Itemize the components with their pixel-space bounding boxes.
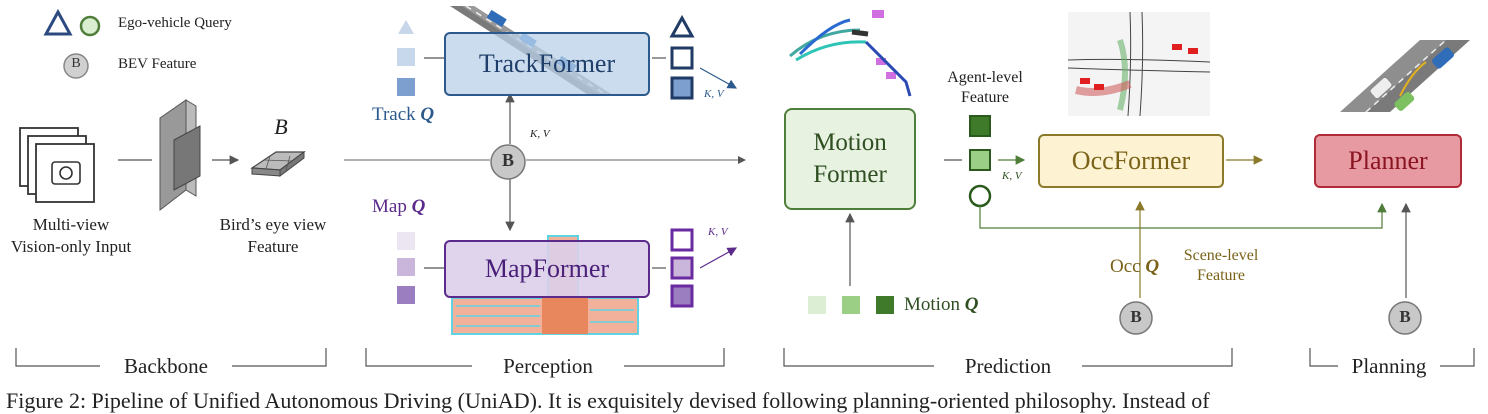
bev-node-occ [1119,301,1153,335]
map-out-sq0 [670,228,694,252]
bev-variable: B [274,114,288,139]
bev-legend-icon [63,53,89,79]
map-query-sq0 [397,232,415,250]
motionformer-line1: Motion [813,129,887,156]
map-q-label: Map Q [372,196,425,218]
figure-caption: Figure 2: Pipeline of Unified Autonomous… [6,388,1210,413]
camera-stack-icon [19,127,95,203]
track-q-text: Track [372,104,416,125]
mapformer-box: MapFormer [444,240,650,298]
map-q-text: Map [372,196,407,217]
backbone-block-icon [159,99,201,212]
kv-map: K, V [708,226,728,238]
occ-q-label: Occ Q [1110,256,1159,278]
track-q-symbol: Q [420,104,435,125]
motion-query-sq1 [842,296,860,314]
bev-node-plan [1388,301,1422,335]
planner-box: Planner [1314,134,1462,188]
map-out-sq2 [670,284,694,308]
agent-sq-dark [969,115,991,137]
ego-circle-icon [79,15,101,37]
agent-sq-mid [969,149,991,171]
motion-query-sq0 [808,296,826,314]
agent-feature-label: Agent-level Feature [930,68,1040,108]
legend-bev-symbol: B [71,56,81,71]
motion-query-sq2 [876,296,894,314]
kv-main: K, V [530,128,550,140]
map-out-sq1 [670,256,694,280]
agent-ego-circle [968,184,992,208]
track-out-sq1 [670,46,694,70]
track-query-sq1 [397,48,415,66]
stage-backbone: Backbone [124,354,208,378]
bev-label-line2: Feature [247,237,299,256]
motion-q-text: Motion [904,294,960,315]
track-out-sq2 [670,76,694,100]
track-query-sq2 [397,78,415,96]
planning-road-image [1340,39,1470,113]
occformer-box: OccFormer [1038,134,1224,188]
motion-q-label: Motion Q [904,294,978,316]
ego-triangle-icon [43,8,73,36]
bev-node-main-label: B [501,150,514,170]
motion-trajectory-image [789,10,912,97]
stage-perception: Perception [503,354,593,378]
bev-feature-label: Bird’s eye view Feature [196,214,350,258]
stage-brackets [15,348,1475,367]
bev-node-main [490,144,526,180]
legend-bev-label: BEV Feature [118,56,197,72]
kv-agent: K, V [1002,170,1022,182]
scene-feature-line1: Scene-level [1183,247,1259,264]
legend-ego-label: Ego-vehicle Query [118,15,232,31]
occ-q-symbol: Q [1145,256,1160,277]
map-query-sq2 [397,286,415,304]
bev-node-plan-label: B [1399,307,1411,326]
kv-track: K, V [704,88,724,100]
map-query-sq1 [397,258,415,276]
input-label-line1: Multi-view [32,215,110,234]
agent-feature-line1: Agent-level [947,69,1023,86]
input-label: Multi-view Vision-only Input [0,214,146,258]
map-q-symbol: Q [411,196,426,217]
track-q-label: Track Q [372,104,434,126]
stage-prediction: Prediction [964,354,1052,378]
agent-feature-line2: Feature [961,89,1009,106]
bev-label-line1: Bird’s eye view [219,215,327,234]
occ-q-text: Occ [1110,256,1141,277]
motionformer-box: Motion Former [784,108,916,210]
scene-feature-label: Scene-level Feature [1166,246,1276,286]
track-triangle-out [669,14,695,38]
track-triangle-faded [398,20,414,34]
bev-node-occ-label: B [1130,307,1142,326]
trackformer-box: TrackFormer [444,32,650,96]
bev-grid-icon [250,151,306,177]
occupancy-image [1067,11,1211,117]
scene-feature-line2: Feature [1197,267,1245,284]
motionformer-line2: Former [813,161,887,188]
input-label-line2: Vision-only Input [10,237,132,256]
stage-planning: Planning [1351,354,1427,378]
motion-q-symbol: Q [964,294,979,315]
